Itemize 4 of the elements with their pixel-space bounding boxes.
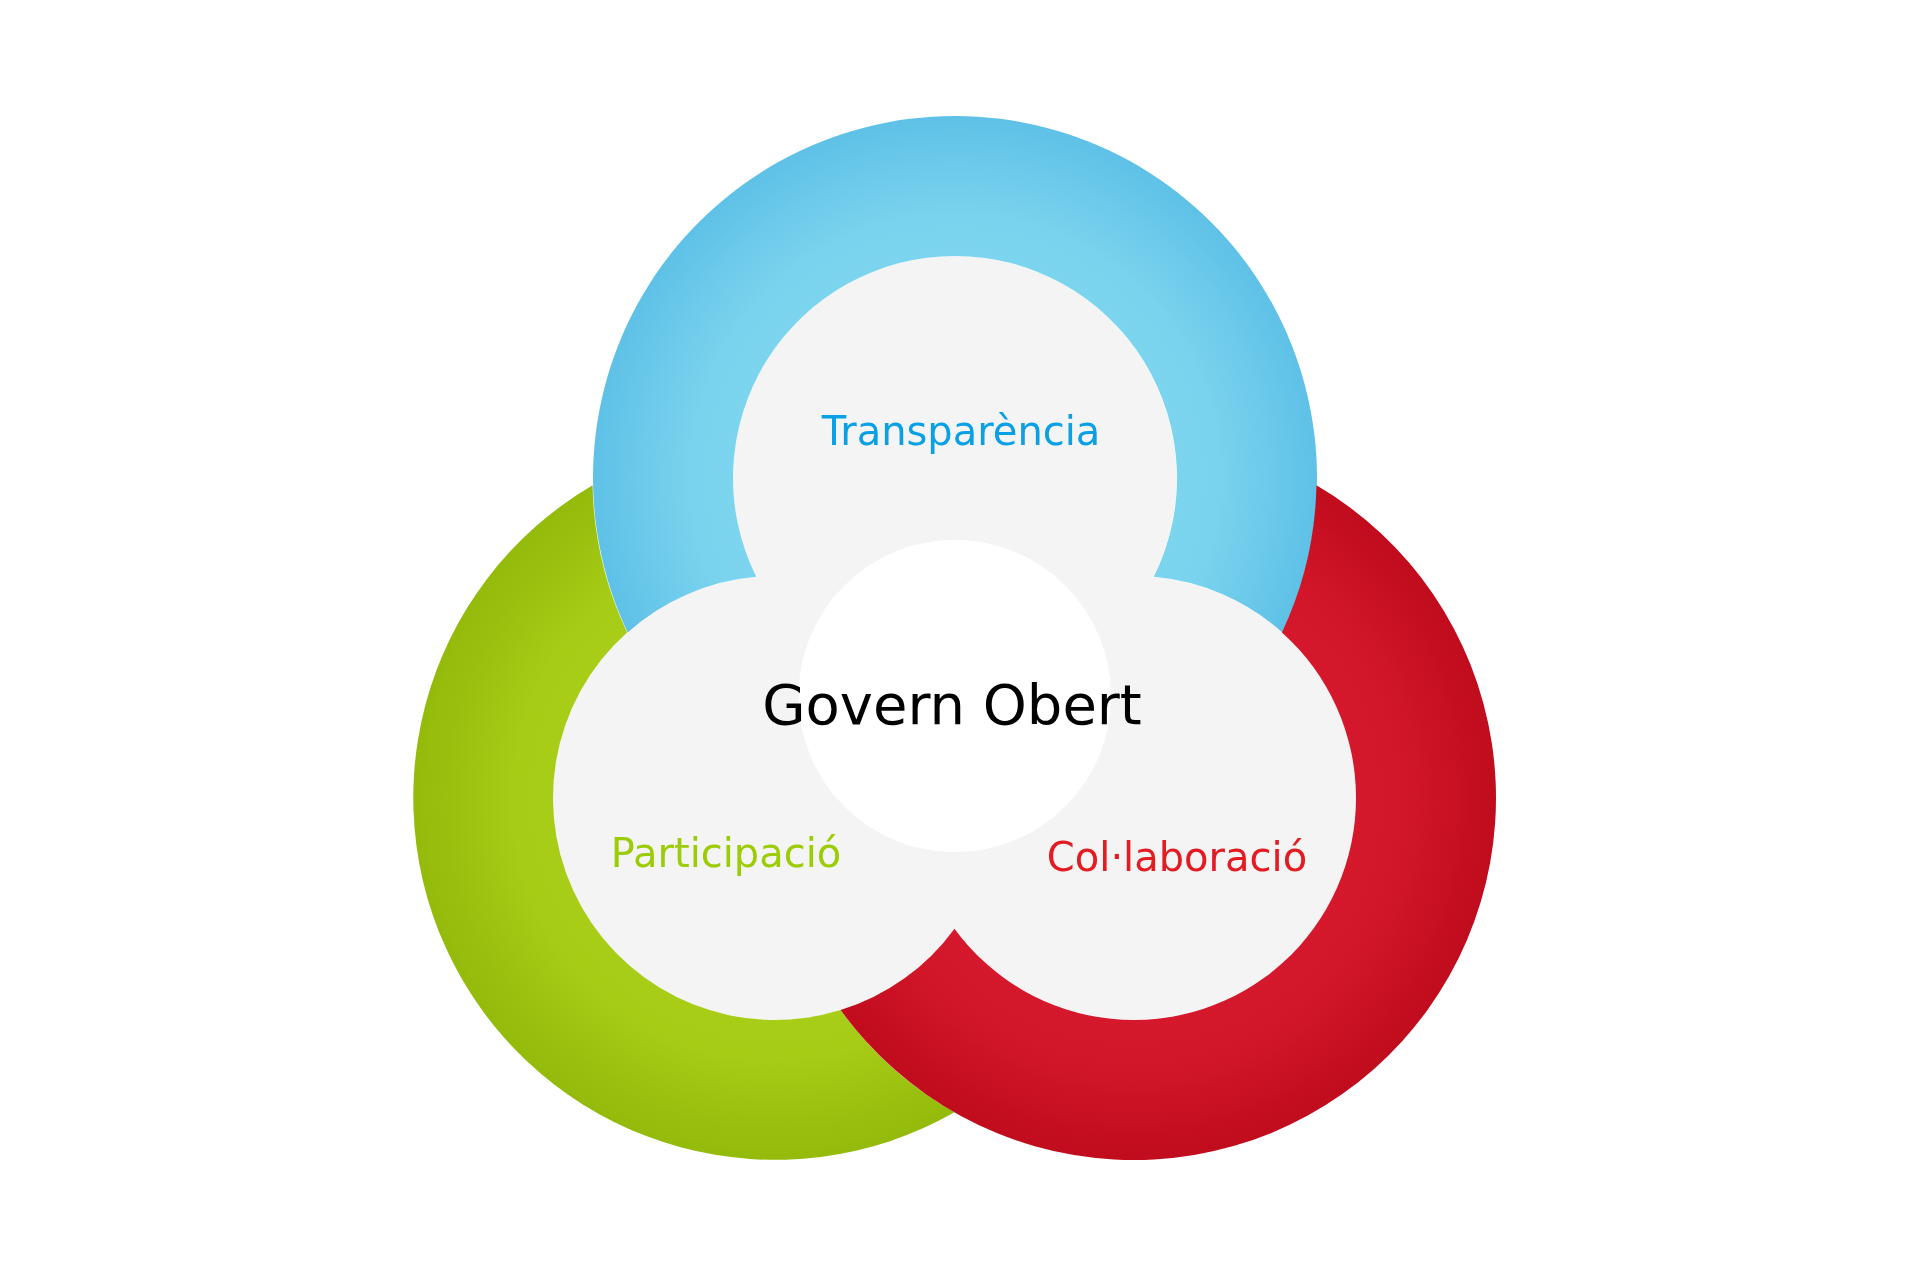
ring-label: Col·laboració xyxy=(1046,834,1308,880)
center-label: Govern Obert xyxy=(762,672,1142,738)
ring-label: Transparència xyxy=(821,408,1101,454)
ring-label: Participació xyxy=(610,830,842,876)
